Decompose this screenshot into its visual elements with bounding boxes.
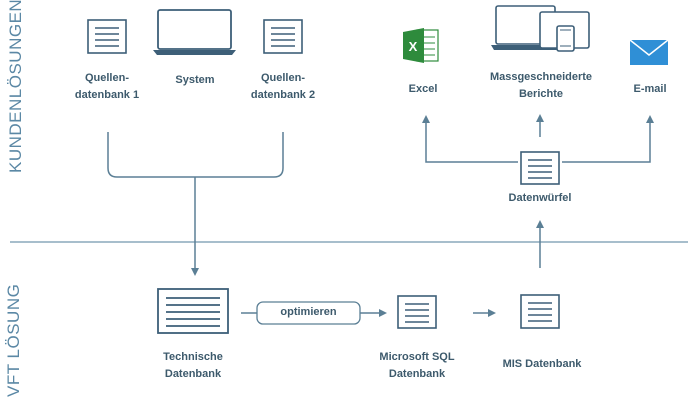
devices-icon-berichte <box>491 5 590 52</box>
arrow-to-excel <box>422 115 518 163</box>
merge-bracket <box>107 132 284 178</box>
label-berichte: Massgeschneiderte Berichte <box>489 71 593 100</box>
arrow-to-email <box>562 115 654 163</box>
email-icon <box>629 39 669 65</box>
excel-letter: X <box>409 39 418 54</box>
excel-icon: X <box>403 28 439 63</box>
laptop-icon-system <box>153 9 236 55</box>
label-wuerfel: Datenwürfel <box>508 192 572 204</box>
optimieren-label: optimieren <box>280 306 337 318</box>
section-label-vft-loesung: VFT LÖSUNG <box>4 283 23 397</box>
label-technische: Technische Datenbank <box>163 351 223 380</box>
label-mssql: Microsoft SQL Datenbank <box>379 351 455 380</box>
section-label-kundenloesungen: KUNDENLÖSUNGEN <box>6 0 25 173</box>
database-icon-wuerfel <box>520 151 560 185</box>
label-quelle2: Quellen- datenbank 2 <box>250 72 316 101</box>
database-icon-technische <box>157 288 229 334</box>
label-quelle1: Quellen- datenbank 1 <box>74 72 140 101</box>
label-mis: MIS Datenbank <box>502 358 582 370</box>
database-icon-mssql <box>397 295 437 329</box>
label-excel: Excel <box>408 83 438 95</box>
database-icon-quelle2 <box>263 19 303 54</box>
database-icon-quelle1 <box>87 19 127 54</box>
label-email: E-mail <box>633 83 667 95</box>
database-icon-mis <box>520 294 560 329</box>
label-system: System <box>175 74 215 86</box>
